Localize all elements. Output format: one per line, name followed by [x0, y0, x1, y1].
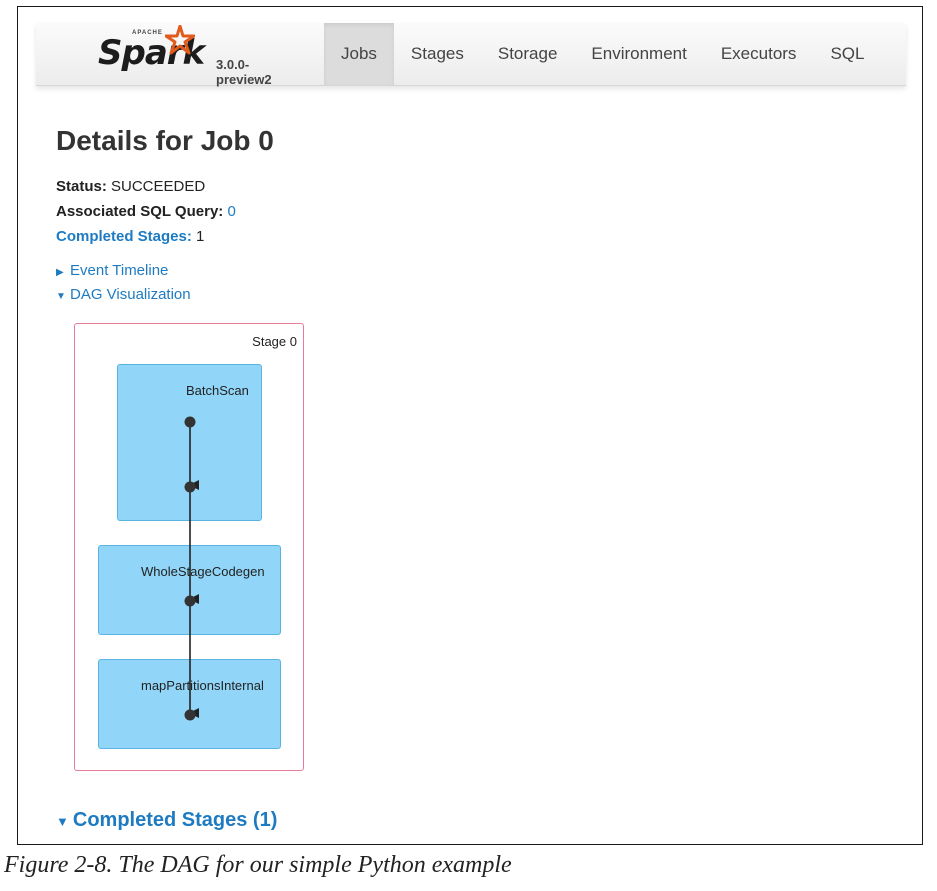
triangle-down-icon: ▼ — [56, 814, 69, 829]
top-navbar: APACHE Spark 3.0.0-preview2 Jobs Stages … — [36, 23, 906, 87]
status-value: SUCCEEDED — [111, 178, 206, 195]
nav-tabs: Jobs Stages Storage Environment Executor… — [324, 23, 881, 85]
dag-node-label: mapPartitionsInternal — [141, 678, 264, 693]
dag-node-batchscan[interactable]: BatchScan — [117, 364, 262, 521]
screenshot-frame: APACHE Spark 3.0.0-preview2 Jobs Stages … — [17, 6, 923, 845]
spark-version: 3.0.0-preview2 — [216, 57, 272, 87]
page-title: Details for Job 0 — [56, 125, 274, 156]
completed-stages-section-toggle[interactable]: ▼Completed Stages (1) — [56, 809, 277, 832]
tab-storage[interactable]: Storage — [497, 44, 558, 63]
sql-query-line: Associated SQL Query: 0 — [56, 203, 236, 220]
spark-logo[interactable]: APACHE Spark 3.0.0-preview2 — [76, 23, 296, 87]
tab-sql[interactable]: SQL — [830, 44, 865, 63]
spark-star-icon — [165, 25, 195, 55]
dag-node-wholestagecodegen[interactable]: WholeStageCodegen — [98, 545, 281, 635]
dag-node-label: BatchScan — [186, 383, 249, 398]
sql-query-label: Associated SQL Query: — [56, 203, 224, 220]
dag-node-mappartitionsinternal[interactable]: mapPartitionsInternal — [98, 659, 281, 749]
tab-jobs[interactable]: Jobs — [324, 23, 394, 85]
apache-label: APACHE — [132, 30, 163, 36]
completed-stages-count: 1 — [196, 228, 205, 245]
dag-visualization-label: DAG Visualization — [70, 286, 191, 303]
completed-stages-line: Completed Stages: 1 — [56, 228, 204, 245]
status-line: Status: SUCCEEDED — [56, 178, 205, 195]
tab-environment[interactable]: Environment — [591, 44, 687, 63]
completed-stages-section-label: Completed Stages (1) — [72, 809, 278, 831]
event-timeline-toggle[interactable]: ▶ Event Timeline — [56, 262, 168, 279]
triangle-down-icon: ▼ — [56, 291, 66, 302]
dag-node-label: WholeStageCodegen — [141, 564, 265, 579]
status-label: Status: — [56, 178, 107, 195]
sql-query-link[interactable]: 0 — [227, 203, 236, 220]
figure-caption: Figure 2-8. The DAG for our simple Pytho… — [4, 852, 512, 878]
tab-executors[interactable]: Executors — [720, 44, 797, 63]
event-timeline-label: Event Timeline — [70, 262, 169, 279]
dag-visualization-toggle[interactable]: ▼ DAG Visualization — [56, 286, 191, 303]
stage-label: Stage 0 — [252, 334, 297, 349]
triangle-right-icon: ▶ — [56, 267, 64, 278]
tab-stages[interactable]: Stages — [410, 44, 464, 63]
stage-0-cluster[interactable]: Stage 0 — [74, 323, 304, 771]
completed-stages-link[interactable]: Completed Stages: — [56, 228, 192, 245]
